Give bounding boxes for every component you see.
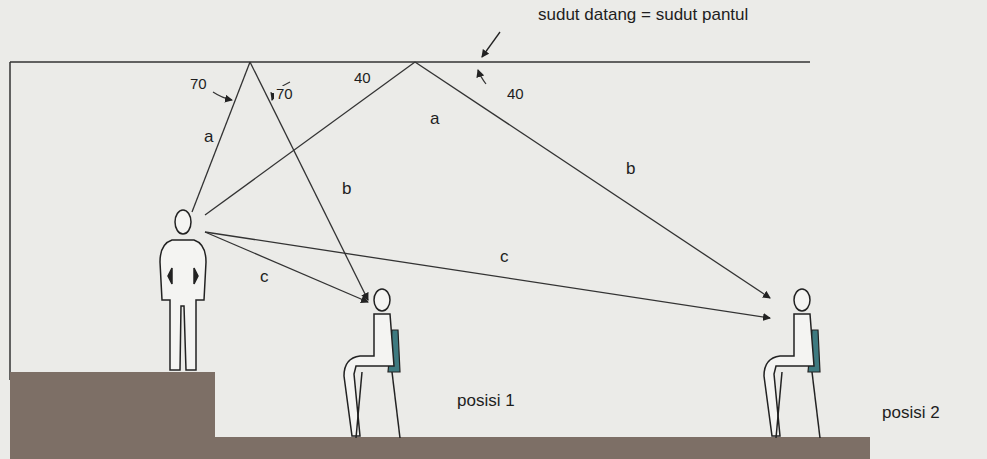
ray-c — [205, 232, 368, 302]
angle-number: 40 — [505, 86, 526, 101]
ray-label: b — [624, 160, 637, 177]
angle-mark — [478, 70, 486, 84]
callout-note: sudut datang = sudut pantul — [536, 6, 750, 23]
ray-label: b — [340, 180, 353, 197]
listener-figure — [344, 289, 400, 438]
angle-number: 40 — [352, 70, 373, 85]
ray-label: a — [202, 128, 215, 145]
ray-b — [415, 62, 770, 298]
position-label: posisi 1 — [455, 392, 517, 409]
ceiling-line — [10, 61, 810, 63]
floor — [215, 437, 870, 459]
ray-label: c — [258, 268, 271, 285]
stage — [10, 372, 215, 459]
ray-b — [250, 62, 368, 300]
leader-arrow — [482, 32, 500, 57]
ray-a — [205, 62, 415, 215]
angle-number: 70 — [274, 86, 295, 101]
speaker-figure — [160, 210, 206, 370]
position-label: posisi 2 — [880, 404, 942, 421]
ray-label: a — [428, 110, 441, 127]
angle-mark — [213, 92, 232, 100]
wall-line — [9, 62, 11, 380]
ray-c — [205, 232, 770, 318]
ray-label: c — [498, 248, 511, 265]
angle-number: 70 — [188, 76, 209, 91]
listener-figure — [764, 289, 820, 438]
